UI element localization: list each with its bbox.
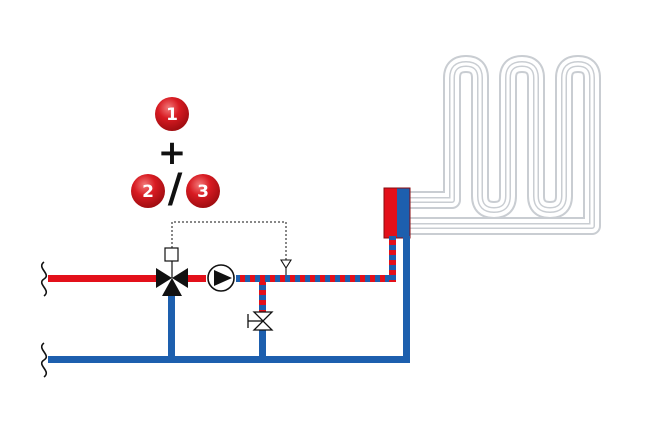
shutoff-valve-icon [247, 311, 274, 331]
valve-actuator-icon [164, 247, 179, 278]
temperature-sensor-icon [280, 259, 292, 275]
supply-pipe [48, 275, 156, 282]
return-pipe [48, 236, 410, 363]
manifold-icon [383, 187, 411, 239]
option-badge-3-label: 3 [197, 182, 209, 202]
mixed-flow-pipe [180, 236, 396, 360]
slash-sign: / [168, 166, 183, 212]
plus-sign: + [158, 133, 187, 173]
circulation-pump-icon [207, 264, 235, 292]
three-way-mixing-valve-icon [156, 268, 188, 296]
pipe-break-icon [40, 261, 48, 378]
option-badge-1: 1 [155, 97, 189, 131]
option-badge-3: 3 [186, 174, 220, 208]
underfloor-heating-coil-icon [408, 55, 601, 235]
option-badge-2-label: 2 [142, 182, 154, 202]
option-badge-2: 2 [131, 174, 165, 208]
control-line [171, 221, 287, 260]
option-badge-1-label: 1 [166, 105, 178, 125]
